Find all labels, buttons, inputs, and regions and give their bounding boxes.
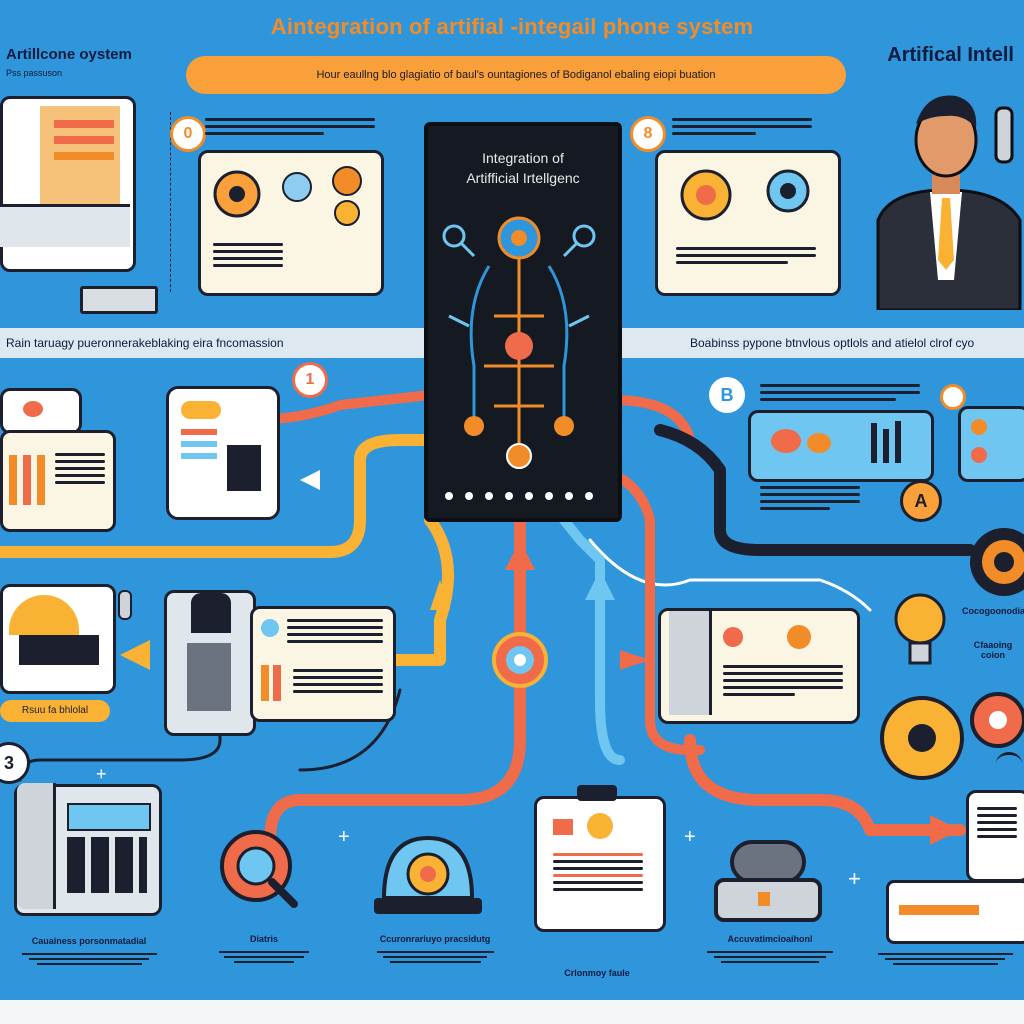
caption-right-mid: Cocogoonodia <box>962 606 1024 616</box>
page-title: Aintegration of artifial -integail phone… <box>270 14 754 39</box>
flow-line-dark <box>654 424 976 556</box>
desk-phone-bottom-icon <box>14 783 162 916</box>
card-chart-right <box>748 410 934 482</box>
corner-title-left: Artillcone oystem <box>6 46 132 63</box>
monitor-icon <box>0 96 150 281</box>
caption-right-low: Cfaaoing coion <box>973 640 1013 660</box>
plus-icon-3: + <box>684 826 696 848</box>
arrow-up-blue <box>585 570 615 600</box>
flow-line-salmon-right <box>607 395 695 445</box>
card-icons-top-right <box>655 150 841 296</box>
arrow-up-yellow <box>430 580 450 610</box>
step-badge-a: A <box>900 480 942 522</box>
text-block-top-right <box>672 114 812 139</box>
card-desk-phone-right <box>658 608 860 724</box>
plus-icon-2: + <box>338 826 350 848</box>
panel-title-line1: Integration of <box>482 150 564 166</box>
text-block-right-mid <box>760 380 920 405</box>
businessman-icon <box>876 95 1022 310</box>
headline-banner: Hour eaullng blo glagiatio of baul's oun… <box>186 56 846 94</box>
card-phone-info <box>250 606 396 722</box>
caption-text-bottom-3 <box>370 948 500 966</box>
gear-icon <box>213 166 362 226</box>
flow-line-salmon-right-bottom <box>684 734 966 836</box>
flow-line-white-right <box>588 538 872 612</box>
arrow-right-salmon <box>930 815 960 845</box>
corner-subtitle-left: Pss passuson <box>6 68 63 78</box>
step-badge-b: B <box>706 374 748 416</box>
caption-text-bottom-2 <box>214 948 314 966</box>
caption-bottom-3: Ccuronrariuyo pracsidutg <box>379 934 491 944</box>
desk-phone-icon <box>164 590 256 736</box>
card-small-right <box>958 406 1024 482</box>
arrow-right-mid <box>620 650 650 670</box>
plus-icon: + <box>96 764 107 784</box>
caption-text-bottom-5 <box>700 948 840 966</box>
monitor-bottom-right <box>966 790 1024 882</box>
keyboard-icon <box>80 286 158 314</box>
flow-line-salmon-mid <box>595 465 705 755</box>
circuit-brain-icon <box>442 216 596 500</box>
target-icon <box>680 169 810 221</box>
card-small-left <box>0 388 82 434</box>
band-label-right: Boabinss pypone btnvlous optlols and ati… <box>690 336 975 350</box>
arrow-left-yellow <box>120 640 150 670</box>
band-label-left: Rain taruagy pueronnerakeblaking eira fn… <box>6 336 284 350</box>
panel-title-line2: Artifficial Irtellgenc <box>466 170 580 186</box>
caption-bottom-2: Diatris <box>249 934 278 944</box>
card-bars-left <box>0 430 116 532</box>
flow-line-yellow-center <box>384 514 454 666</box>
caption-bottom-4: Crlonmoy faule <box>564 968 630 978</box>
dashboard-screen <box>0 584 116 694</box>
marker-8: 8 <box>630 116 666 152</box>
wifi-icon <box>996 752 1022 775</box>
target-node-icon <box>492 632 548 688</box>
flow-line-salmon-bottom <box>264 509 526 846</box>
server-device-icon <box>886 880 1024 944</box>
lightbulb-icon <box>894 593 946 665</box>
plus-icon-4: + <box>848 866 861 891</box>
arrow-white-left <box>300 470 320 490</box>
caption-text-bottom-6 <box>870 950 1020 968</box>
caption-bottom-1: Cauainess porsonmatadial <box>31 936 147 946</box>
magnifier-icon <box>220 830 298 908</box>
step-badge-1: 1 <box>292 362 328 398</box>
caption-text-bottom-1 <box>14 950 164 968</box>
caption-bottom-5: Accuvatimcioaihonl <box>727 934 813 944</box>
flow-line-blue <box>555 510 625 765</box>
gear-icon-pair <box>880 692 1024 780</box>
marker-0: 0 <box>170 116 206 152</box>
card-gears-top <box>198 150 384 296</box>
clipboard-icon <box>534 785 666 932</box>
tablet-device <box>166 386 280 520</box>
mic-icon <box>118 590 132 620</box>
page-footer-strip <box>0 1000 1024 1024</box>
marker-small-right <box>940 384 966 410</box>
text-block-right-mid2 <box>760 482 860 514</box>
left-pill-label: Rsuu fa bhlolal <box>0 700 110 722</box>
text-block-top-left <box>205 114 375 139</box>
flow-line-yellow-left <box>0 434 446 558</box>
corner-title-right: Artifical Intell <box>887 44 1014 66</box>
arrow-up-salmon <box>505 540 535 570</box>
bell-icon <box>374 835 482 914</box>
ai-central-panel: Integration of Artifficial Irtellgenc <box>424 122 622 522</box>
router-icon <box>714 840 822 922</box>
gear-icon-large <box>970 528 1024 596</box>
